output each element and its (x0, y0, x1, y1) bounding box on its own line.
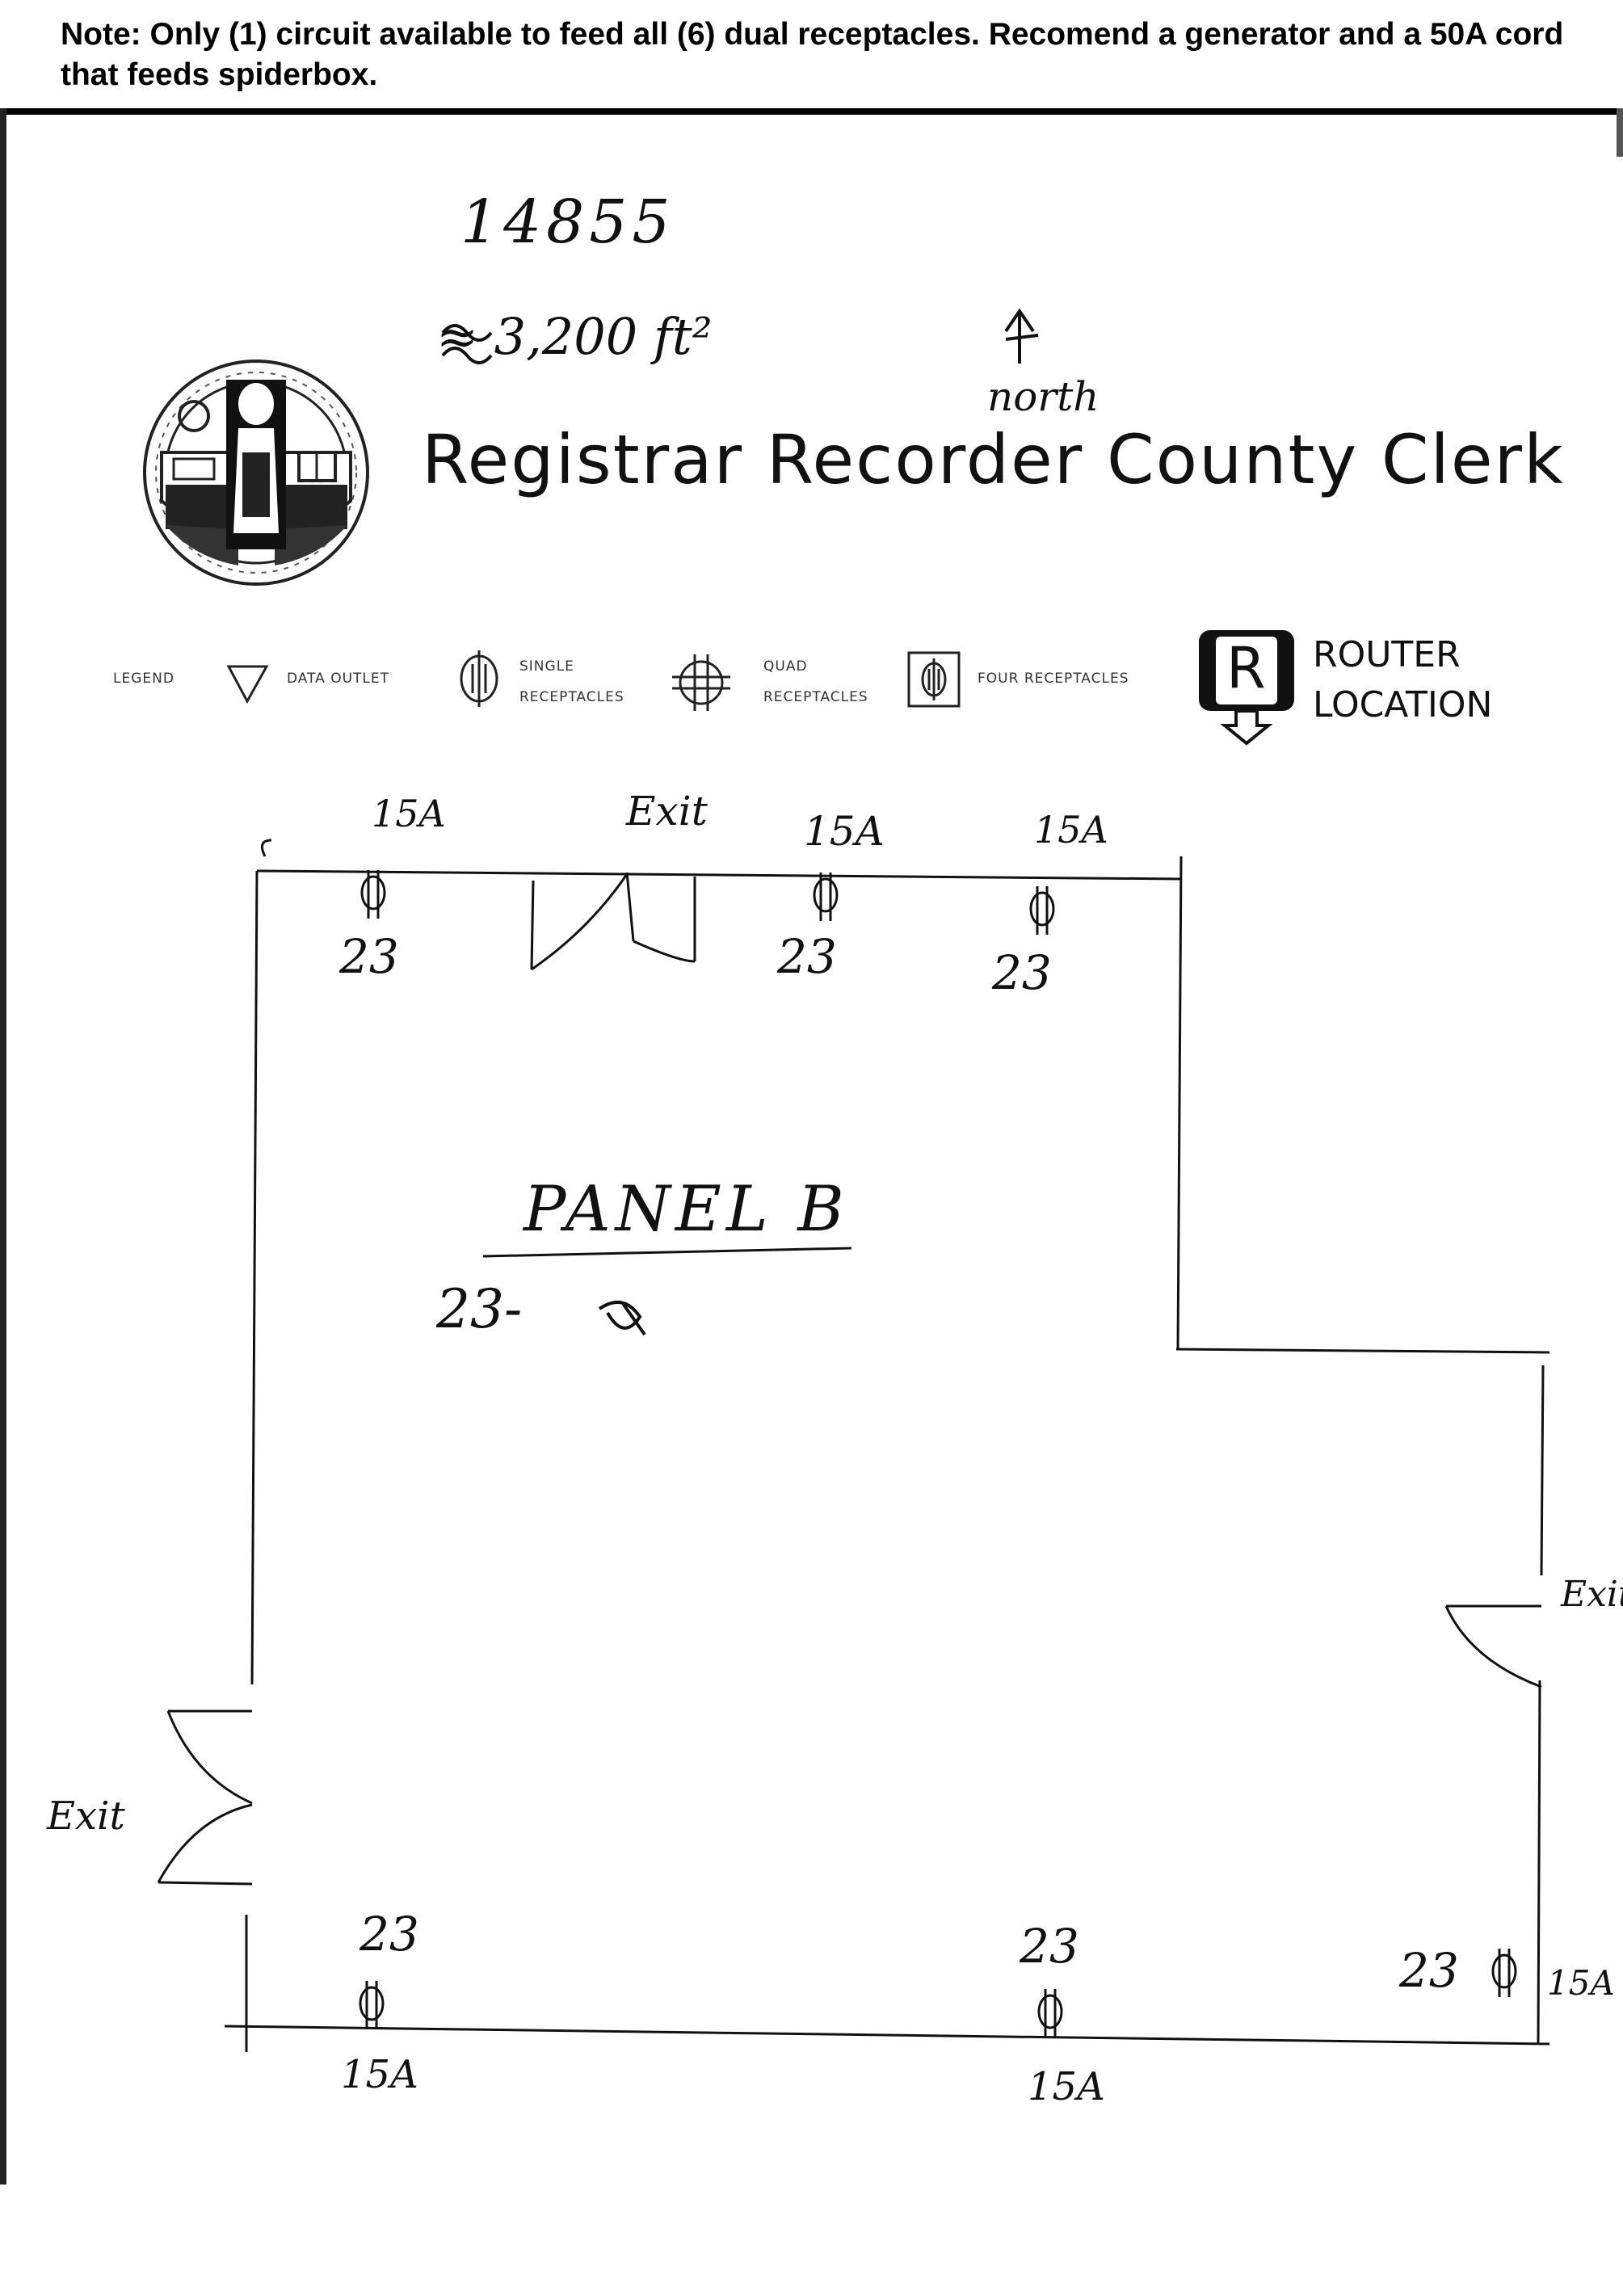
top-exit-door-icon (530, 872, 696, 971)
receptacle-amps: 15A (372, 792, 446, 835)
organization-title: Registrar Recorder County Clerk (422, 420, 1565, 499)
exit-label-left: Exit (47, 1793, 125, 1839)
four-receptacles-icon (907, 651, 961, 708)
panel-label: PANEL B (523, 1173, 849, 1246)
panel-underline (482, 1247, 852, 1258)
dual-receptacle-icon (1037, 1989, 1063, 2037)
scan-border-top (0, 108, 1623, 115)
approx-mark-2 (441, 347, 493, 364)
receptacle-amps: 15A (1547, 1963, 1615, 2003)
receptacle-amps: 15A (1034, 808, 1108, 852)
single-receptacle-icon (460, 650, 498, 707)
approx-mark (441, 324, 493, 342)
dual-receptacle-icon (1491, 1949, 1517, 1997)
legend-single-label-1: SINGLE (519, 658, 574, 675)
receptacle-circuit: 23 (1399, 1943, 1459, 1998)
north-arrow-icon (1004, 308, 1039, 364)
county-seal-logo (143, 360, 369, 586)
legend-four-label: FOUR RECEPTACLES (978, 671, 1129, 687)
dual-receptacle-icon (1029, 886, 1055, 935)
legend-symbols (226, 650, 961, 711)
job-number: 14855 (460, 187, 675, 257)
router-symbol-letter: R (1226, 635, 1266, 701)
exit-label-top: Exit (626, 788, 708, 835)
exit-label-right: Exit (1561, 1574, 1623, 1615)
receptacle-amps: 15A (804, 808, 885, 855)
legend-title: LEGEND (113, 671, 174, 687)
left-exit-door-icon (157, 1709, 253, 1886)
scan-border-left (0, 108, 6, 2185)
router-location-label: ROUTER LOCATION (1313, 630, 1492, 730)
legend-data-outlet-label: DATA OUTLET (287, 671, 390, 687)
receptacle-circuit: 23 (359, 1907, 419, 1962)
scan-border-right (1617, 108, 1623, 157)
data-outlet-icon (226, 665, 269, 704)
dual-receptacle-icon (360, 870, 386, 919)
panel-mark (598, 1301, 646, 1336)
legend-single-label-2: RECEPTACLES (519, 689, 624, 705)
dual-receptacle-icon (359, 1981, 385, 2029)
right-exit-door-icon (1444, 1604, 1542, 1688)
area-note: ≈ 3,200 ft² (436, 307, 713, 366)
receptacle-amps: 15A (1028, 2064, 1105, 2109)
legend-quad-label-2: RECEPTACLES (763, 689, 868, 705)
panel-circuit: 23- (436, 1278, 523, 1340)
receptacle-circuit: 23 (339, 929, 399, 984)
router-icon (1199, 630, 1294, 746)
floor-plan-walls (224, 839, 1550, 2052)
legend-quad-label-1: QUAD (763, 658, 808, 675)
receptacle-circuit: 23 (777, 929, 837, 984)
receptacle-circuit: 23 (1020, 1919, 1079, 1974)
router-label-line-1: ROUTER (1313, 634, 1461, 675)
quad-receptacle-icon (672, 654, 730, 711)
note-text: Note: Only (1) circuit available to feed… (61, 17, 1564, 92)
receptacle-circuit: 23 (992, 945, 1052, 1000)
dual-receptacle-icon (813, 873, 839, 921)
router-label-line-2: LOCATION (1313, 684, 1493, 725)
receptacle-amps: 15A (341, 2052, 418, 2097)
north-label: north (987, 373, 1100, 420)
